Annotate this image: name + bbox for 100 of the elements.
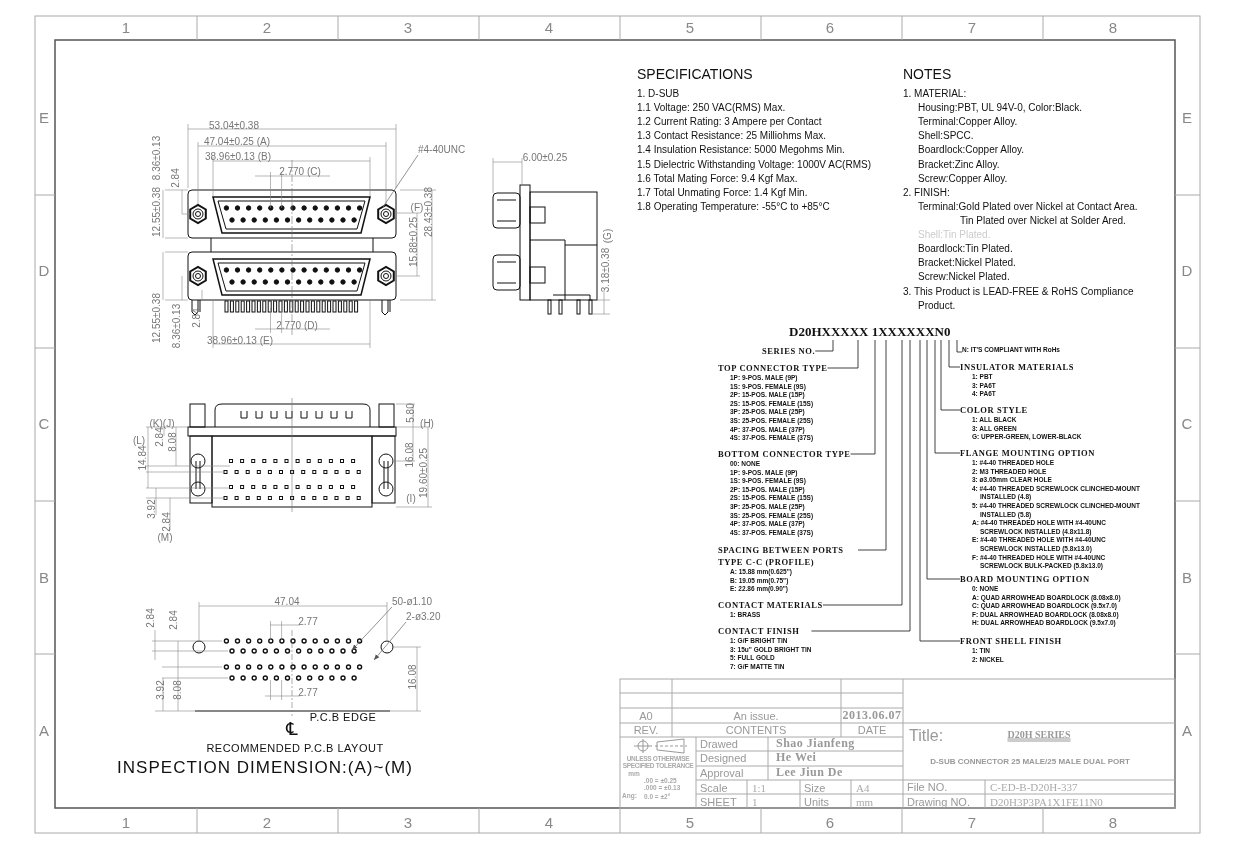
dimension-text: 2.84: [153, 427, 165, 447]
note-text: Housing:PBT, UL 94V-0, Color:Black.: [918, 101, 1083, 113]
inspection-note: INSPECTION DIMENSION:(A)~(M): [117, 758, 413, 778]
title-block-text: Approval: [700, 766, 744, 780]
title-block-text: D-SUB CONNECTOR 25 MALE/25 MALE DUAL PORT: [930, 757, 1130, 767]
dimension-text: 2.770 (C): [279, 165, 321, 177]
callout-text: #4-40UNC: [418, 144, 466, 156]
title-block-text: C-ED-B-D20H-337: [990, 780, 1078, 794]
dimension-text: 16.08: [403, 442, 415, 468]
note-text: Terminal:Copper Alloy.: [918, 115, 1018, 127]
title-block-text: Title:: [909, 727, 944, 745]
note-text: Screw:Copper Alloy.: [918, 172, 1008, 184]
specification-text: 1.7 Total Unmating Force: 1.4 Kgf Min.: [637, 186, 808, 198]
dimension-text: 3.18±0.38: [599, 247, 611, 293]
dimension-text: (I): [406, 492, 416, 504]
grid-reference: 4: [544, 814, 554, 832]
grid-reference: 8: [1108, 814, 1118, 832]
dimension-text: 47.04±0.25 (A): [203, 135, 271, 147]
grid-reference: C: [38, 415, 50, 433]
layout-caption: RECOMMENDED P.C.B LAYOUT: [206, 741, 384, 755]
dimension-text: 53.04±0.38: [209, 119, 259, 131]
leader-line: [926, 339, 961, 580]
title-block-text: Drawed: [700, 737, 738, 751]
dimension-text: (K)(J): [149, 417, 175, 429]
specification-text: 1.3 Contact Resistance: 25 Milliohms Max.: [637, 129, 826, 141]
field-heading: CONTACT FINISH: [718, 625, 800, 637]
dimension-text: 19.60±0.25: [417, 448, 429, 498]
note-text: 2. FINISH:: [903, 186, 950, 198]
grid-reference: D: [1181, 262, 1193, 280]
field-heading: CONTACT MATERIALS: [718, 599, 823, 611]
title-block-text: Designed: [700, 751, 747, 765]
dimension-text: 8.08: [166, 432, 178, 452]
dimension-text: 2.77: [298, 615, 318, 627]
title-block-text: Size: [804, 781, 826, 795]
dimension-text: 5.80: [404, 403, 416, 423]
dimension-text: 12.55±0.38: [150, 293, 162, 343]
grid-reference: 6: [825, 19, 835, 37]
note-text: Bracket:Nickel Plated.: [918, 256, 1016, 268]
title-block-text: REV.: [633, 723, 659, 737]
grid-reference: 5: [685, 814, 695, 832]
dimension-text: 8.36±0.13: [170, 303, 182, 349]
specification-text: 1.2 Current Rating: 3 Ampere per Contact: [637, 115, 822, 127]
note-text: Shell:SPCC.: [918, 129, 974, 141]
field-heading: FRONT SHELL FINISH: [960, 635, 1062, 647]
note-text: Bracket:Zinc Alloy.: [918, 158, 1000, 169]
callout-text: 50-ø1.10: [392, 596, 433, 608]
dimension-text: 38.96±0.13 (B): [204, 150, 272, 162]
leader-line: [827, 339, 859, 369]
dimension-text: 2.770 (D): [276, 319, 318, 331]
specification-text: 1.4 Insulation Resistance: 5000 Megohms Min.: [637, 143, 845, 155]
grid-reference: 5: [685, 19, 695, 37]
grid-reference: 6: [825, 814, 835, 832]
note-text: 3. This Product is LEAD-FREE & RoHS Compliance Product.: [903, 285, 1135, 313]
layout-caption: P.C.B EDGE: [309, 710, 377, 724]
title-block-text: CONTENTS: [725, 723, 787, 737]
note-text: Tin Plated over Nickel at Solder Ared.: [960, 214, 1126, 226]
grid-reference: E: [1182, 109, 1192, 127]
leader-line: [857, 339, 887, 551]
dimension-text: 2.77: [298, 686, 318, 698]
centerline-symbol: ℄: [286, 719, 298, 739]
title-block-text: A4: [856, 781, 870, 795]
title-block-text: A0: [639, 709, 653, 723]
dimension-text: (F): [410, 201, 424, 213]
dimension-text: 16.08: [406, 664, 418, 690]
note-text: Terminal:Gold Plated over Nickel at Contact Area.: [918, 200, 1138, 212]
title-block-text: Lee Jiun De: [776, 766, 843, 780]
grid-reference: 1: [121, 19, 131, 37]
grid-reference: A: [39, 722, 49, 740]
dimension-text: 2.84: [144, 608, 156, 628]
grid-reference: A: [1182, 722, 1192, 740]
dimension-text: 8.36±0.13: [150, 135, 162, 181]
title-block-text: SHEET: [700, 795, 737, 809]
leader-line: [956, 339, 963, 353]
grid-reference: 7: [967, 19, 977, 37]
dimension-text: 14.84: [136, 445, 148, 471]
title-block-text: D20H SERIES: [1007, 728, 1071, 740]
dimension-text: (M): [157, 531, 173, 543]
callout-text: 2-ø3.20: [406, 611, 441, 623]
grid-reference: 8: [1108, 19, 1118, 37]
grid-reference: 2: [262, 19, 272, 37]
dimension-text: 38.96±0.13 (E): [206, 334, 274, 346]
dimension-text: 15.88±0.25: [407, 217, 419, 267]
dimension-text: 47.04: [274, 595, 300, 607]
note-text: Boardlock:Tin Plated.: [918, 242, 1013, 254]
leader-line: [811, 339, 911, 632]
title-block-text: File NO.: [907, 780, 948, 794]
leader-line: [934, 339, 961, 454]
section-heading: NOTES: [903, 67, 952, 83]
grid-reference: B: [1182, 569, 1192, 587]
dimension-text: 28.43±0.38: [422, 187, 434, 237]
dimension-text: 8.08: [171, 680, 183, 700]
leader-line: [948, 339, 961, 368]
leader-line: [382, 154, 419, 208]
dimension-text: (L): [132, 434, 146, 446]
section-heading: SPECIFICATIONS: [637, 67, 753, 83]
grid-reference: 1: [121, 814, 131, 832]
leader-line: [814, 339, 834, 352]
title-block-text: 1:1: [752, 781, 767, 795]
dimension-text: (H): [420, 417, 434, 429]
dimension-text: (G): [601, 228, 613, 244]
